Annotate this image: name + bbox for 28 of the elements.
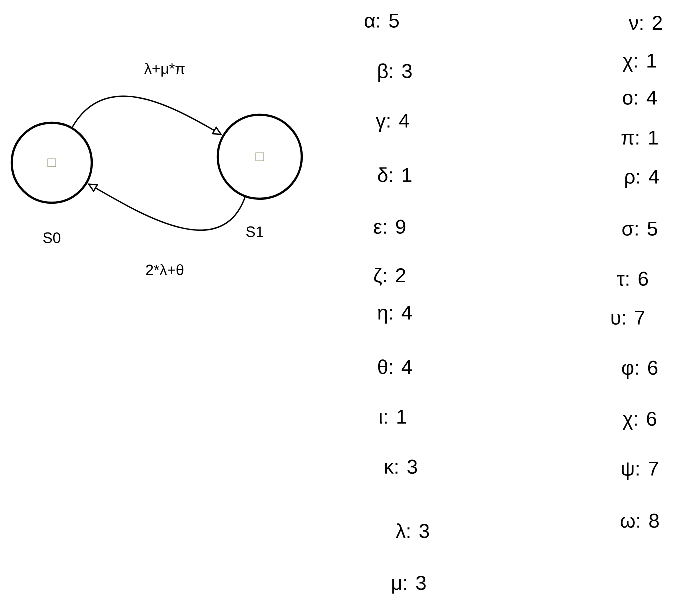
count-label: υ: 7 — [612, 311, 644, 325]
count-label: ω: 8 — [620, 514, 659, 528]
count-label: ο: 4 — [623, 91, 658, 105]
edge-label: λ+μ*π — [144, 63, 185, 77]
count-label: λ: 3 — [396, 524, 430, 538]
count-label: σ: 5 — [622, 222, 658, 236]
count-label: ε: 9 — [374, 220, 406, 234]
count-label: δ: 1 — [378, 168, 412, 182]
count-label: ρ: 4 — [626, 170, 660, 188]
count-label: γ: 4 — [376, 114, 410, 132]
count-label: η: 4 — [378, 306, 412, 324]
node-label: S1 — [246, 226, 264, 238]
count-label: τ: 6 — [617, 272, 648, 286]
count-label: μ: 3 — [392, 576, 426, 594]
count-label: χ: 6 — [622, 412, 656, 430]
count-label: ψ: 7 — [622, 462, 658, 480]
node-label: S0 — [44, 232, 61, 244]
count-label: π: 1 — [622, 131, 658, 145]
count-label: β: 3 — [378, 64, 412, 82]
count-label: ζ: 2 — [374, 268, 406, 286]
count-label: θ: 4 — [378, 360, 412, 374]
count-label: ι: 1 — [380, 410, 406, 424]
edge-label: 2*λ+θ — [146, 264, 184, 276]
count-label: φ: 6 — [622, 360, 658, 380]
count-label: α: 5 — [365, 14, 399, 28]
count-label: χ: 1 — [622, 54, 656, 72]
count-label: ν: 2 — [628, 16, 662, 30]
count-label: κ: 3 — [385, 460, 418, 474]
